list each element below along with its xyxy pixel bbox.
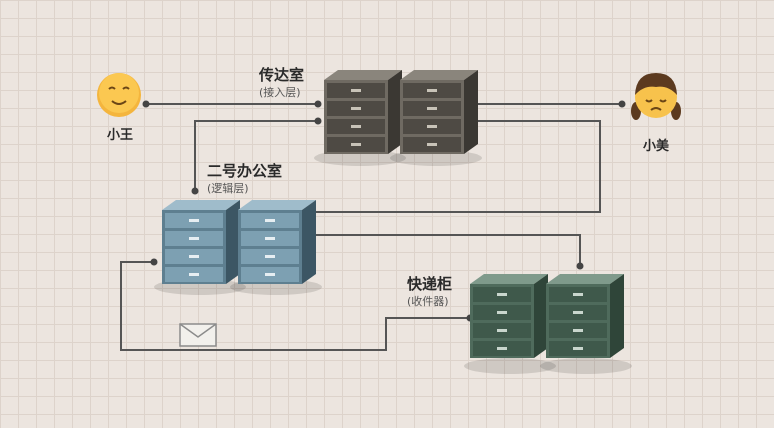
smiley-icon — [97, 73, 141, 117]
server-icon — [470, 274, 548, 358]
reception-servers — [314, 70, 482, 166]
locker-servers — [464, 274, 632, 374]
envelope-icon — [179, 323, 217, 347]
connection-lines — [120, 103, 622, 351]
person-label-xiaowang: 小王 — [107, 128, 134, 143]
person-label-xiaomei: 小美 — [643, 139, 670, 154]
server-icon — [238, 200, 316, 284]
line-office-locker — [312, 234, 581, 266]
reception-subtitle: (接入层) — [259, 86, 301, 99]
server-icon — [324, 70, 402, 154]
server-icon — [400, 70, 478, 154]
locker-subtitle: (收件器) — [407, 295, 449, 308]
line-office-locker-envelope — [120, 261, 470, 351]
office-title: 二号办公室 — [207, 162, 283, 180]
server-icon — [162, 200, 240, 284]
reception-title: 传达室 — [259, 66, 305, 84]
line-reception-office-return — [312, 120, 601, 213]
line-reception-office — [194, 120, 318, 191]
sad-girl-icon — [631, 73, 681, 120]
locker-title: 快递柜 — [407, 275, 453, 293]
office-subtitle: (逻辑层) — [207, 182, 249, 195]
office-servers — [154, 200, 322, 295]
server-icon — [546, 274, 624, 358]
